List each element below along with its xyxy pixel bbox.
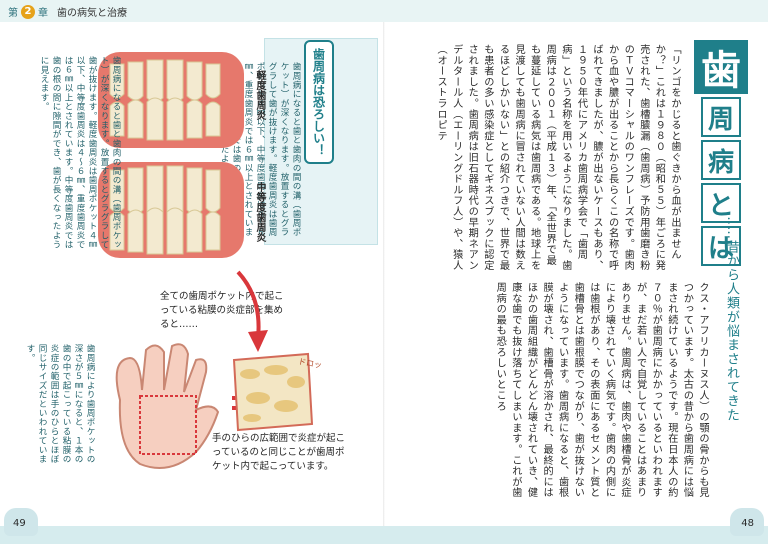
chapter-suffix: 章 (38, 8, 48, 19)
page-gutter (383, 22, 385, 526)
title-char-1: 周 (701, 97, 741, 137)
teeth-illustration (98, 52, 244, 258)
title-main-char: 歯 (694, 40, 748, 94)
title-char-2: 病 (701, 140, 741, 180)
tooth-icon (730, 508, 764, 536)
callout-palm-comparison: 手のひらの広範囲で炎症が起こっているのと同じことが歯周ポケット内で起こっています… (212, 433, 346, 472)
title-char-3: と (701, 183, 741, 223)
body-text-upper: 「リンゴをかじると歯ぐきから血が出ませんか？」これは１９８０（昭和５５）年ごろに… (435, 44, 680, 271)
note-text: 歯周病になると歯と歯肉の間の溝（歯周ポケット）が深くなります。放置するとグラグラ… (219, 62, 301, 237)
callout-inflammation: 全ての歯周ポケット内で起こっている粘膜の炎症部を集めると…… (160, 291, 284, 330)
title-char-4: は (701, 226, 741, 266)
chapter-label: 第 2 章 歯の病気と治療 (8, 4, 127, 19)
footer-band (0, 526, 768, 544)
body-text-lower: クス・アフリカーヌス人）の顎の骨からも見つかっています。太古の昔から歯周病には悩… (494, 282, 708, 498)
label-mild-periodontitis: 軽度歯周炎 (254, 70, 265, 120)
tooth-icon (4, 508, 38, 536)
page-number-left: 49 (13, 518, 26, 529)
page-number-right: 48 (741, 518, 754, 529)
label-moderate-periodontitis: 中等度歯周炎 (254, 182, 265, 242)
arrow-down-icon (236, 270, 268, 352)
header-band: 第 2 章 歯の病気と治療 (0, 0, 768, 22)
chapter-prefix: 第 (8, 8, 18, 19)
sidebar-note-top: 歯周病になると歯と歯肉の間の溝（歯周ポケット）が深くなります。放置するとグラグラ… (39, 56, 121, 250)
chapter-title: 歯の病気と治療 (57, 8, 127, 19)
section-badge: 歯周病は恐ろしい！ (304, 40, 334, 164)
inflamed-mucosa-patch (232, 352, 314, 432)
chapter-number-badge: 2 (21, 4, 35, 19)
sidebar-note-bottom: 歯周病により歯周ポケットの深さが５㎜になると、１本の歯の中で起こっている粘膜の炎… (25, 344, 95, 464)
page-subtitle: ……昔から人類が悩まされてきた (724, 212, 739, 422)
page-title: 歯 周 病 と は (694, 40, 752, 269)
